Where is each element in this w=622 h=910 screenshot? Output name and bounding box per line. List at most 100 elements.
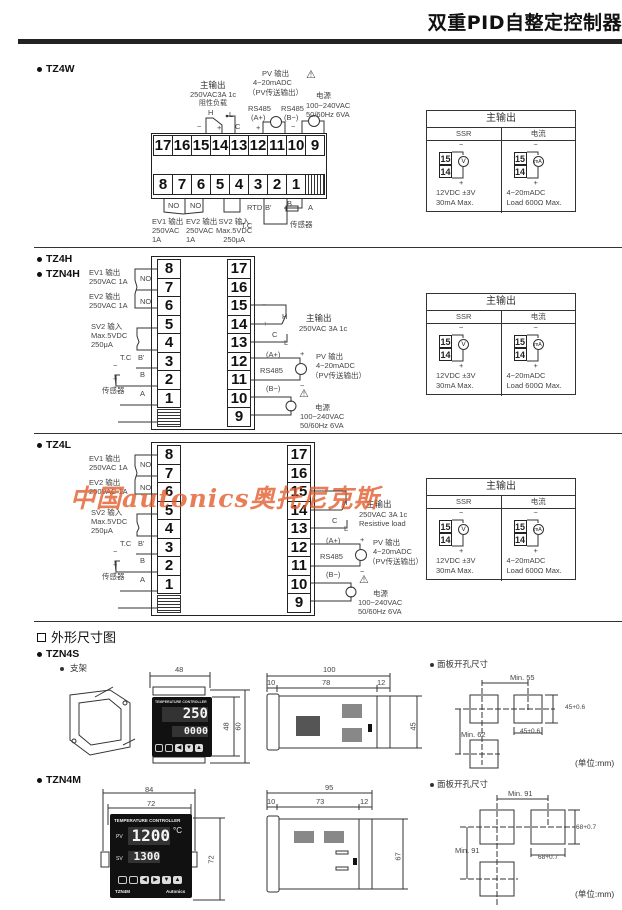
terminal-13: 13 — [229, 135, 249, 156]
tzn4s-cutout-min-62: Min. 62 — [461, 730, 486, 739]
tzn4m-pv-label: PV — [116, 834, 123, 840]
ssr-wire — [452, 151, 464, 179]
tz4w-tc: T.C — [241, 221, 253, 230]
tzn4m-side-95: 95 — [325, 783, 334, 792]
tzn4s-buttons: ◀ ▼ ▲ — [155, 744, 203, 752]
tz4w-plus-2: + — [256, 123, 261, 132]
tzn4m-cutout-title: 面板开孔尺寸 — [430, 779, 488, 789]
voltmeter-icon: V — [458, 339, 469, 350]
tzn4m-sv-display: 1300 — [128, 851, 160, 863]
tz4l-main-output-spec: 250VAC 3A 1c — [359, 510, 408, 519]
tz4h-ev1-spec: 250VAC 1A — [89, 277, 128, 286]
tz4l-b-prime: B' — [138, 539, 145, 548]
ssr-spec-2: 30mA Max. — [436, 566, 474, 575]
ssr-plus: + — [459, 546, 464, 555]
square-bullet-icon — [37, 633, 46, 642]
tzn4m-height-72: 72 — [206, 855, 216, 864]
tz4w-rs485-b-sub: (B−) — [284, 113, 299, 122]
tz4h-pv-minus: − — [300, 381, 305, 390]
up-arrow-icon[interactable]: ▲ — [195, 744, 203, 752]
ssr-wire — [452, 334, 464, 362]
left-arrow-icon[interactable]: ◀ — [175, 744, 183, 752]
terminal-11: 11 — [267, 135, 287, 156]
tzn4m-cutout-min-h: Min. 91 — [508, 789, 533, 798]
tz4w-b: B — [287, 199, 293, 208]
current-column: 电流 − 15 14 mA + 4−20mADC Load 600Ω Max. — [500, 496, 575, 581]
down-arrow-icon[interactable]: ▼ — [185, 744, 193, 752]
down-arrow-icon[interactable]: ▼ — [162, 876, 171, 884]
terminal-4: 4 — [229, 174, 249, 195]
tz4h-wiring — [114, 268, 307, 423]
current-header: 电流 — [501, 128, 575, 141]
current-terminal-15: 15 — [513, 520, 527, 533]
ssr-column: SSR − 15 14 V + 12VDC ±3V 30mA Max. — [427, 311, 501, 396]
tz4h-a: A — [140, 389, 146, 398]
right-arrow-icon[interactable]: ▶ — [151, 876, 160, 884]
tz4l-pv-title: PV 输出 — [373, 538, 401, 547]
tz4l-ev1-title: EV1 输出 — [89, 454, 121, 463]
at-button[interactable] — [129, 876, 138, 884]
model-label-tzn4m: TZN4M — [37, 774, 81, 786]
tz4l-no1: NO — [140, 460, 152, 469]
tzn4m-cutout-w: 68+0.7 — [538, 854, 559, 861]
tz4h-pv-plus: + — [300, 349, 305, 358]
ssr-spec-1: 12VDC ±3V — [436, 556, 476, 565]
title-rule — [18, 39, 622, 44]
current-minus: − — [533, 508, 538, 517]
tz4h-power-freq: 50/60Hz 6VA — [300, 421, 344, 430]
bracket-label: 支架 — [60, 663, 87, 673]
tz4w-label-c: C — [235, 122, 241, 131]
at-button[interactable] — [165, 744, 173, 752]
bullet-icon — [37, 442, 42, 448]
tz4w-pv-note: （PV传送输出） — [248, 88, 304, 97]
tzn4m-unit-c: °C — [173, 826, 182, 835]
tz4h-ev1-title: EV1 输出 — [89, 268, 121, 277]
tzn4s-height-60: 60 — [233, 722, 243, 731]
tz4h-label-l: L — [284, 338, 289, 347]
voltmeter-icon: V — [458, 524, 469, 535]
tz4l-power-freq: 50/60Hz 6VA — [358, 607, 402, 616]
tz4w-no1: NO — [168, 201, 180, 210]
ssr-spec-1: 12VDC ±3V — [436, 371, 476, 380]
tz4w-power-title: 电源 — [316, 91, 331, 100]
tz4w-vent — [305, 174, 325, 195]
output-table-title: 主输出 — [427, 479, 575, 496]
tz4l-label-h: H — [342, 498, 348, 507]
ammeter-icon: mA — [532, 156, 544, 167]
tz4h-minus: − — [113, 361, 118, 370]
tz4h-b: B — [140, 370, 146, 379]
tzn4m-sv-label: SV — [116, 856, 123, 862]
tz4w-minus-2: − — [291, 122, 296, 131]
terminal-14: 14 — [210, 135, 230, 156]
tz4w-label-l: L — [229, 110, 234, 119]
bullet-icon — [60, 666, 64, 671]
ssr-wire — [452, 519, 464, 547]
tzn4m-side-10: 10 — [267, 797, 276, 806]
bullet-icon — [430, 782, 434, 787]
up-arrow-icon[interactable]: ▲ — [173, 876, 182, 884]
mode-button[interactable] — [118, 876, 127, 884]
tz4l-pv-minus: − — [360, 567, 365, 576]
mode-button[interactable] — [155, 744, 163, 752]
current-wire — [526, 334, 538, 362]
warning-icon: ⚠ — [306, 69, 316, 81]
current-minus: − — [533, 140, 538, 149]
tz4l-sv2-title: SV2 输入 — [91, 508, 123, 517]
tzn4s-height-48: 48 — [221, 722, 231, 731]
terminal-10: 10 — [287, 574, 311, 594]
tzn4s-width-48: 48 — [175, 665, 184, 674]
tz4l-b-minus: (B−) — [326, 570, 341, 579]
tz4w-rs485-b: RS485 — [281, 104, 304, 113]
tz4w-main-output-spec: 250VAC3A 1c — [190, 90, 237, 99]
tz4l-ev1-spec: 250VAC 1A — [89, 463, 128, 472]
current-terminal-14: 14 — [513, 533, 527, 546]
current-terminal-14: 14 — [513, 165, 527, 178]
voltmeter-icon: V — [458, 156, 469, 167]
tzn4s-side-100: 100 — [323, 665, 336, 674]
left-arrow-icon[interactable]: ◀ — [140, 876, 149, 884]
current-wire — [526, 151, 538, 179]
tz4h-no2: NO — [140, 297, 152, 306]
terminal-1: 1 — [286, 174, 306, 195]
